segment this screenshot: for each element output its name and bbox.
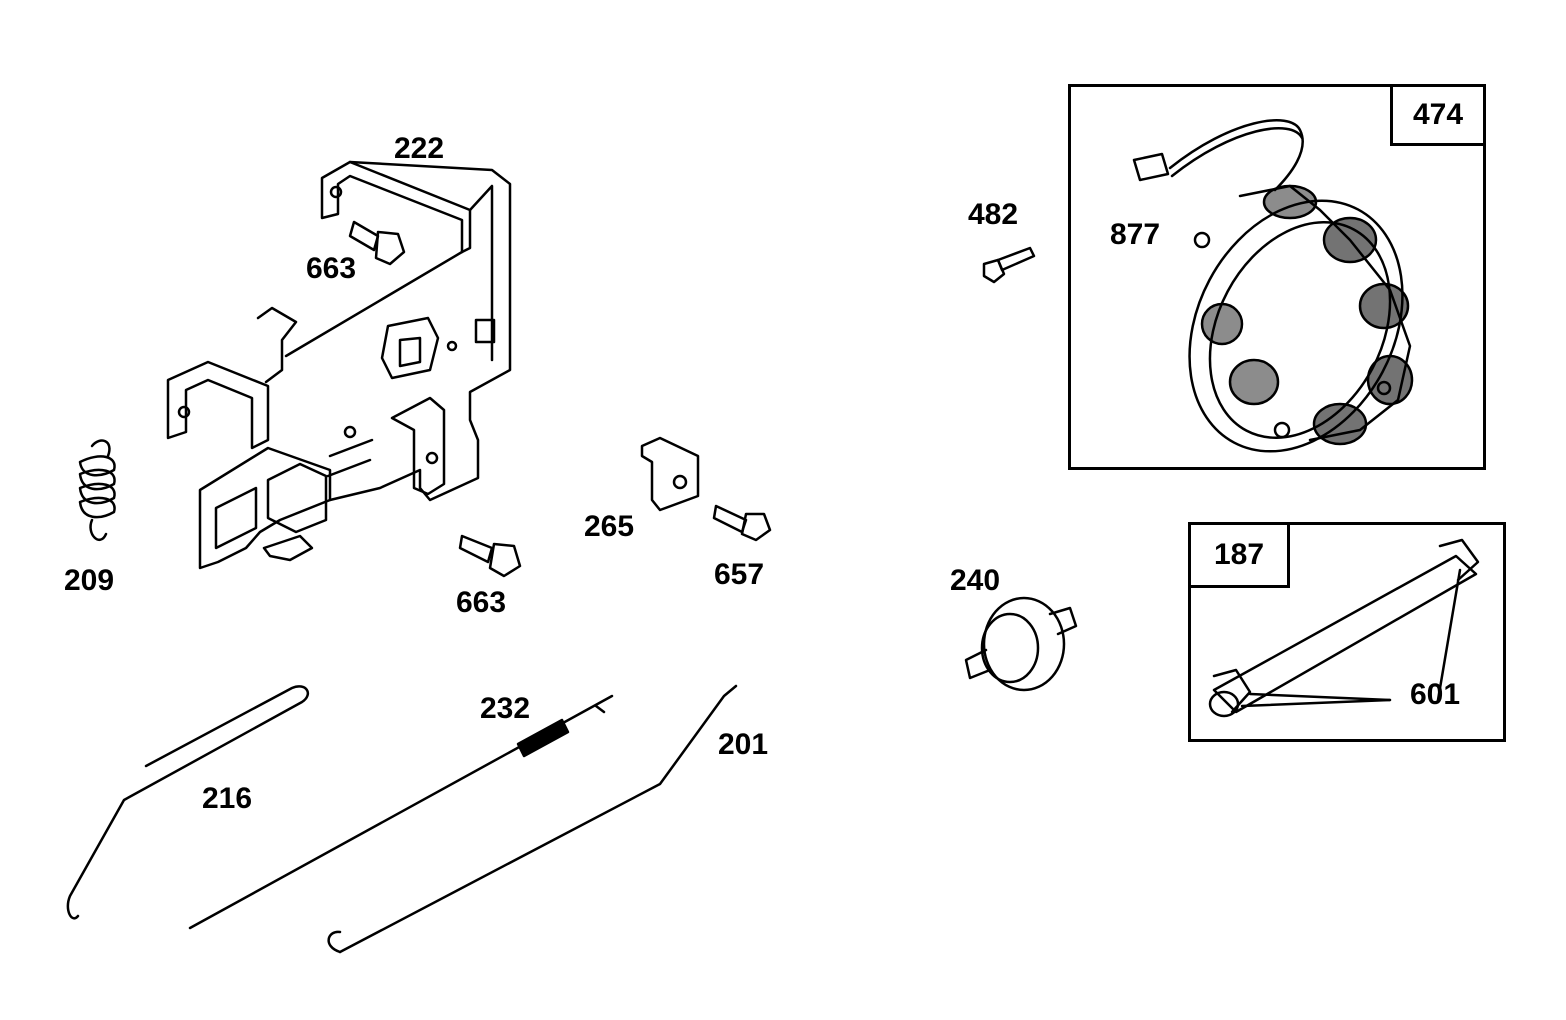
label-601: 601 xyxy=(1410,678,1461,711)
bolt-663-lower xyxy=(458,534,522,578)
throttle-link-201 xyxy=(327,684,738,954)
label-216: 216 xyxy=(202,782,253,815)
fuel-pump xyxy=(964,596,1078,692)
label-663-lower: 663 xyxy=(456,586,507,619)
label-201: 201 xyxy=(718,728,769,761)
kit-tag-474: 474 xyxy=(1390,84,1486,146)
kit-tag-187: 187 xyxy=(1188,522,1290,588)
alternator-stator xyxy=(1132,119,1414,453)
bolt-663-upper xyxy=(348,220,406,266)
screw-482 xyxy=(982,246,1036,284)
label-209: 209 xyxy=(64,564,115,597)
label-877: 877 xyxy=(1110,218,1161,251)
label-482: 482 xyxy=(968,198,1019,231)
choke-link-216 xyxy=(66,685,310,920)
clip-265 xyxy=(640,436,700,512)
label-232: 232 xyxy=(480,692,531,725)
spring-209 xyxy=(78,439,116,541)
control-bracket xyxy=(166,160,512,570)
label-657: 657 xyxy=(714,558,765,591)
label-240: 240 xyxy=(950,564,1001,597)
kit-box-474 xyxy=(1068,84,1486,470)
label-265: 265 xyxy=(584,510,635,543)
label-663-upper: 663 xyxy=(306,252,357,285)
kit-box-187 xyxy=(1188,522,1506,742)
screw-657 xyxy=(712,504,772,542)
label-222: 222 xyxy=(394,132,445,165)
governor-link-232 xyxy=(188,694,614,930)
fuel-line xyxy=(1208,538,1480,718)
